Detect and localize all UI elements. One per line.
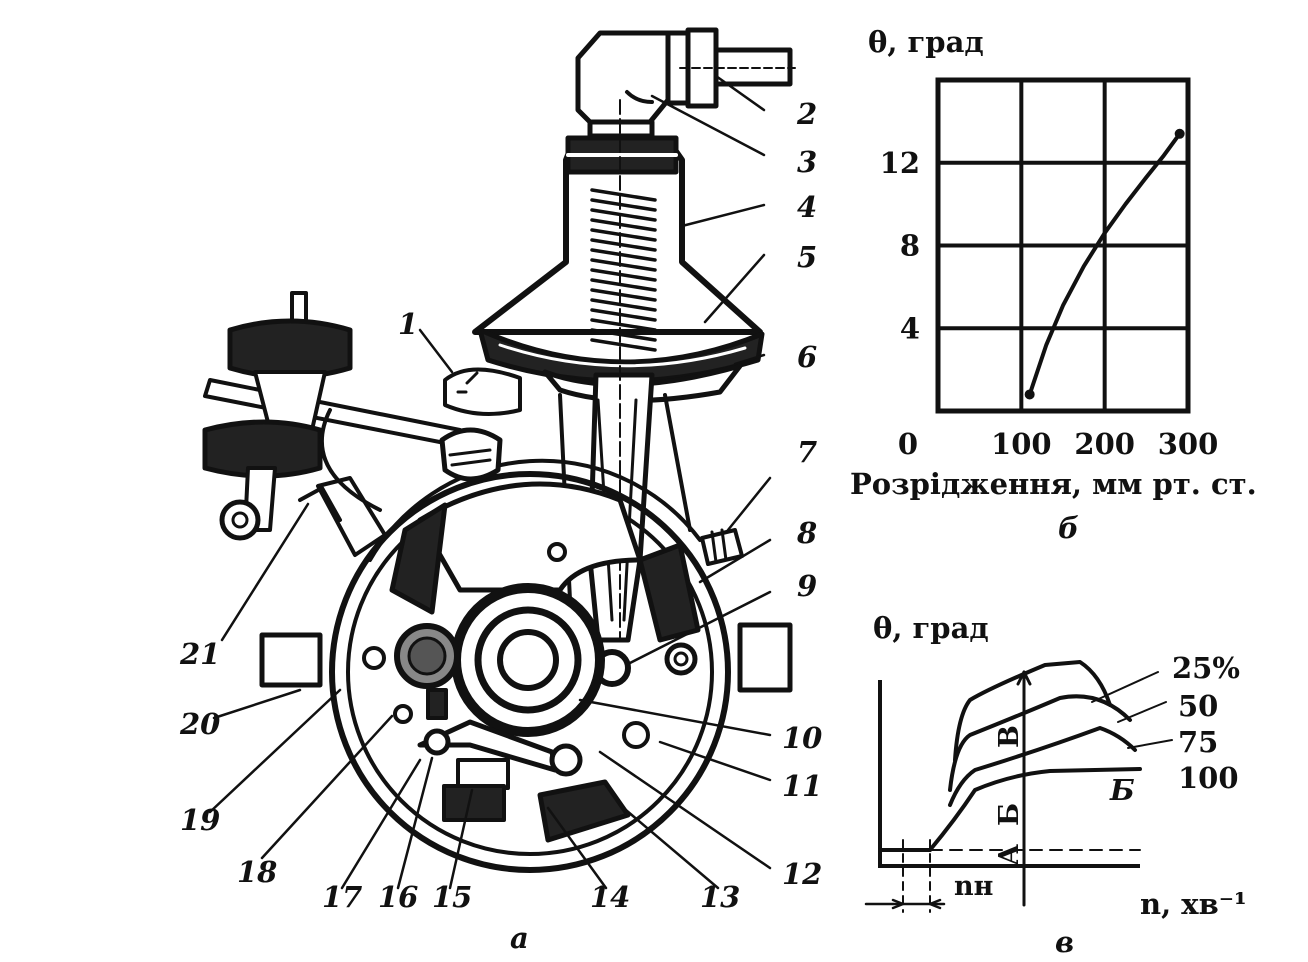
- chart-b-start-point: [1024, 389, 1035, 400]
- chart-b-x-tick-0: 0: [898, 427, 918, 461]
- vacuum-advance-chart: 4 8 12 0 100 200 300 θ, град Розрідження, мм …: [850, 25, 1257, 545]
- part-label-16: 16: [378, 880, 418, 914]
- part-label-6: 6: [797, 340, 817, 374]
- part-label-1: 1: [398, 307, 418, 341]
- chart-b-grid: [938, 80, 1188, 411]
- chart-c-series-label-75: 75: [1178, 725, 1218, 759]
- chart-c-series-label-25: 25%: [1172, 651, 1240, 685]
- part-label-3: 3: [797, 145, 817, 179]
- chart-b-y-tick-labels: 4 8 12: [880, 146, 920, 346]
- chart-b-x-axis-label: Розрідження, мм рт. ст.: [850, 467, 1257, 501]
- distributor-drawing: [202, 27, 796, 890]
- pole-segment-left: [389, 502, 448, 615]
- chart-c-subfigure-label: в: [1055, 925, 1074, 959]
- part-label-17: 17: [322, 880, 362, 914]
- chart-c-y-axis-label: θ, град: [873, 611, 989, 645]
- part-label-9: 9: [797, 569, 817, 603]
- chart-b-y-tick-4: 4: [900, 311, 920, 345]
- clip-right: [737, 622, 793, 693]
- vacuum-fitting-elbow: [575, 30, 671, 125]
- chart-b-y-tick-8: 8: [900, 229, 920, 263]
- chart-b-subfigure-label: б: [1058, 511, 1079, 545]
- chart-b-x-tick-300: 300: [1158, 427, 1219, 461]
- housing-outer: [329, 471, 731, 873]
- part-labels: 1 2 3 4 5 6 7 8 9 10 11 12 13 14 15 16 1…: [179, 97, 822, 955]
- lever-pivot: [219, 499, 261, 541]
- subfigure-label-a: а: [510, 921, 529, 955]
- spring: [590, 188, 657, 352]
- part-label-15: 15: [432, 880, 472, 914]
- chart-c-curve-50: [948, 694, 1132, 792]
- chart-c-x-axis-label: n, хв⁻¹: [1140, 887, 1247, 921]
- part-label-14: 14: [590, 880, 630, 914]
- part-label-10: 10: [782, 721, 822, 755]
- chart-c-curve-25: [953, 660, 1112, 762]
- pole-segment-right: [637, 542, 701, 643]
- part-label-8: 8: [796, 516, 817, 550]
- screw-left: [316, 476, 387, 557]
- chart-c-curve-100: [928, 767, 1142, 852]
- part-label-5: 5: [797, 240, 817, 274]
- chart-b-x-tick-200: 200: [1074, 427, 1135, 461]
- chart-c-curve-75: [948, 726, 1137, 807]
- chart-b-x-tick-labels: 0 100 200 300: [898, 427, 1218, 461]
- part-label-11: 11: [782, 769, 822, 803]
- chart-b-y-tick-12: 12: [880, 146, 920, 180]
- chart-b-y-axis-label: θ, град: [868, 25, 984, 59]
- part-label-19: 19: [180, 803, 220, 837]
- part-label-2: 2: [796, 97, 817, 131]
- chart-c-annotation-B2: Б: [1109, 773, 1135, 807]
- chart-c-annotation-A: А: [994, 844, 1025, 866]
- part-label-4: 4: [797, 190, 817, 224]
- chart-c-series-label-100: 100: [1178, 761, 1239, 795]
- chart-c-annotation-V: В: [994, 725, 1025, 748]
- part-label-21: 21: [179, 637, 220, 671]
- part-label-20: 20: [179, 707, 220, 741]
- chart-c-annotation-n-idle: nн: [954, 871, 993, 902]
- part-label-13: 13: [700, 880, 740, 914]
- chart-c-annotation-B: Б: [994, 803, 1025, 826]
- leader-lines: [208, 74, 772, 890]
- part-label-18: 18: [237, 855, 277, 889]
- part-label-7: 7: [797, 435, 817, 469]
- chart-b-series-line: [1027, 131, 1182, 397]
- chart-c-series-label-50: 50: [1178, 689, 1218, 723]
- chart-b-x-tick-100: 100: [991, 427, 1052, 461]
- clip-left: [259, 632, 323, 688]
- breaker-plate: [417, 481, 643, 593]
- chart-b-end-point: [1174, 128, 1185, 139]
- part-label-12: 12: [782, 857, 822, 891]
- centrifugal-advance-chart: θ, град 25% 50 75 100 nн А Б В Б n, хв⁻¹…: [864, 611, 1247, 959]
